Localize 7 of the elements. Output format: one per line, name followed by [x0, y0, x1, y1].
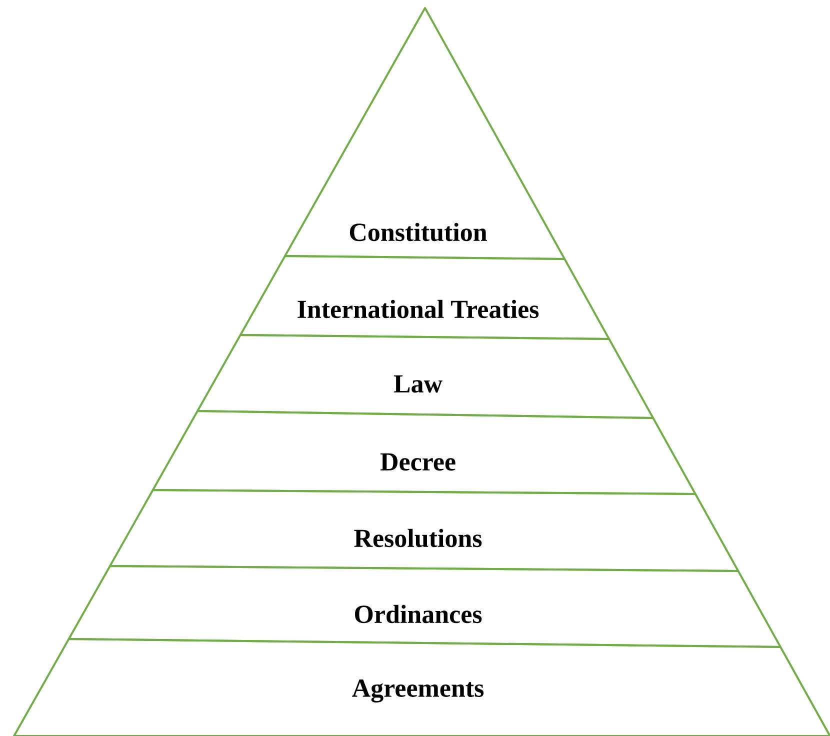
pyramid-tier: International Treaties [239, 255, 610, 340]
pyramid-tier: Decree [152, 410, 696, 495]
pyramid-tier: Agreements [13, 638, 830, 736]
pyramid-tier: Resolutions [109, 489, 740, 572]
pyramid-tier: Law [196, 334, 654, 419]
pyramid-tier: Ordinances [68, 565, 782, 648]
pyramid-tier: Constitution [284, 7, 566, 260]
